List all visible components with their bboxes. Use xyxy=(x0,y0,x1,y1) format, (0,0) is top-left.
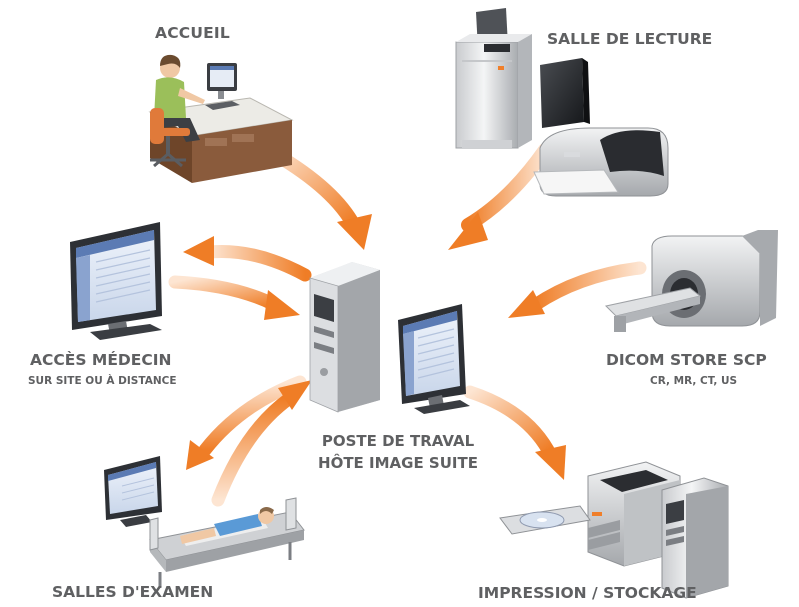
workstation-label-line1: POSTE DE TRAVAL xyxy=(322,432,475,450)
workstation-label-line2: HÔTE IMAGE SUITE xyxy=(318,453,478,472)
workstation-icon xyxy=(309,262,470,414)
arrowhead-dicom xyxy=(508,290,545,318)
arrow-workstation-to-impression xyxy=(463,385,555,457)
salles-examen-label: SALLES D'EXAMEN xyxy=(52,583,213,601)
dicom-label: DICOM STORE SCP xyxy=(606,351,767,369)
receptionist-desk-icon xyxy=(148,54,294,183)
mri-scanner-icon xyxy=(604,230,778,332)
arrow-workstation-to-medecin xyxy=(203,245,312,282)
arrowhead-medecin-left xyxy=(183,236,214,266)
dicom-sublabel: CR, MR, CT, US xyxy=(650,375,737,387)
acces-medecin-sublabel: SUR SITE OU À DISTANCE xyxy=(28,374,177,387)
printer-storage-icon xyxy=(499,461,729,599)
salle-lecture-label: SALLE DE LECTURE xyxy=(547,30,712,48)
cr-reader-icon xyxy=(455,8,669,197)
arrow-medecin-to-workstation xyxy=(168,275,282,312)
monitor-icon xyxy=(70,222,162,340)
arrowhead-examen-down xyxy=(186,440,214,470)
arrow-dicom-to-workstation xyxy=(528,261,647,312)
arrow-lecture-to-workstation xyxy=(461,143,552,232)
arrowhead-examen-up xyxy=(278,380,312,410)
accueil-label: ACCUEIL xyxy=(155,24,230,42)
arrowhead-medecin-right xyxy=(264,290,300,320)
arrows xyxy=(168,143,647,507)
acces-medecin-label: ACCÈS MÉDECIN xyxy=(30,350,171,369)
arrow-examen-to-workstation xyxy=(211,391,297,507)
impression-label: IMPRESSION / STOCKAGE xyxy=(478,584,697,602)
exam-bed-icon xyxy=(104,456,305,588)
arrowhead-accueil xyxy=(337,214,372,250)
arrowhead-impression xyxy=(535,445,566,480)
arrowhead-lecture xyxy=(448,212,488,250)
